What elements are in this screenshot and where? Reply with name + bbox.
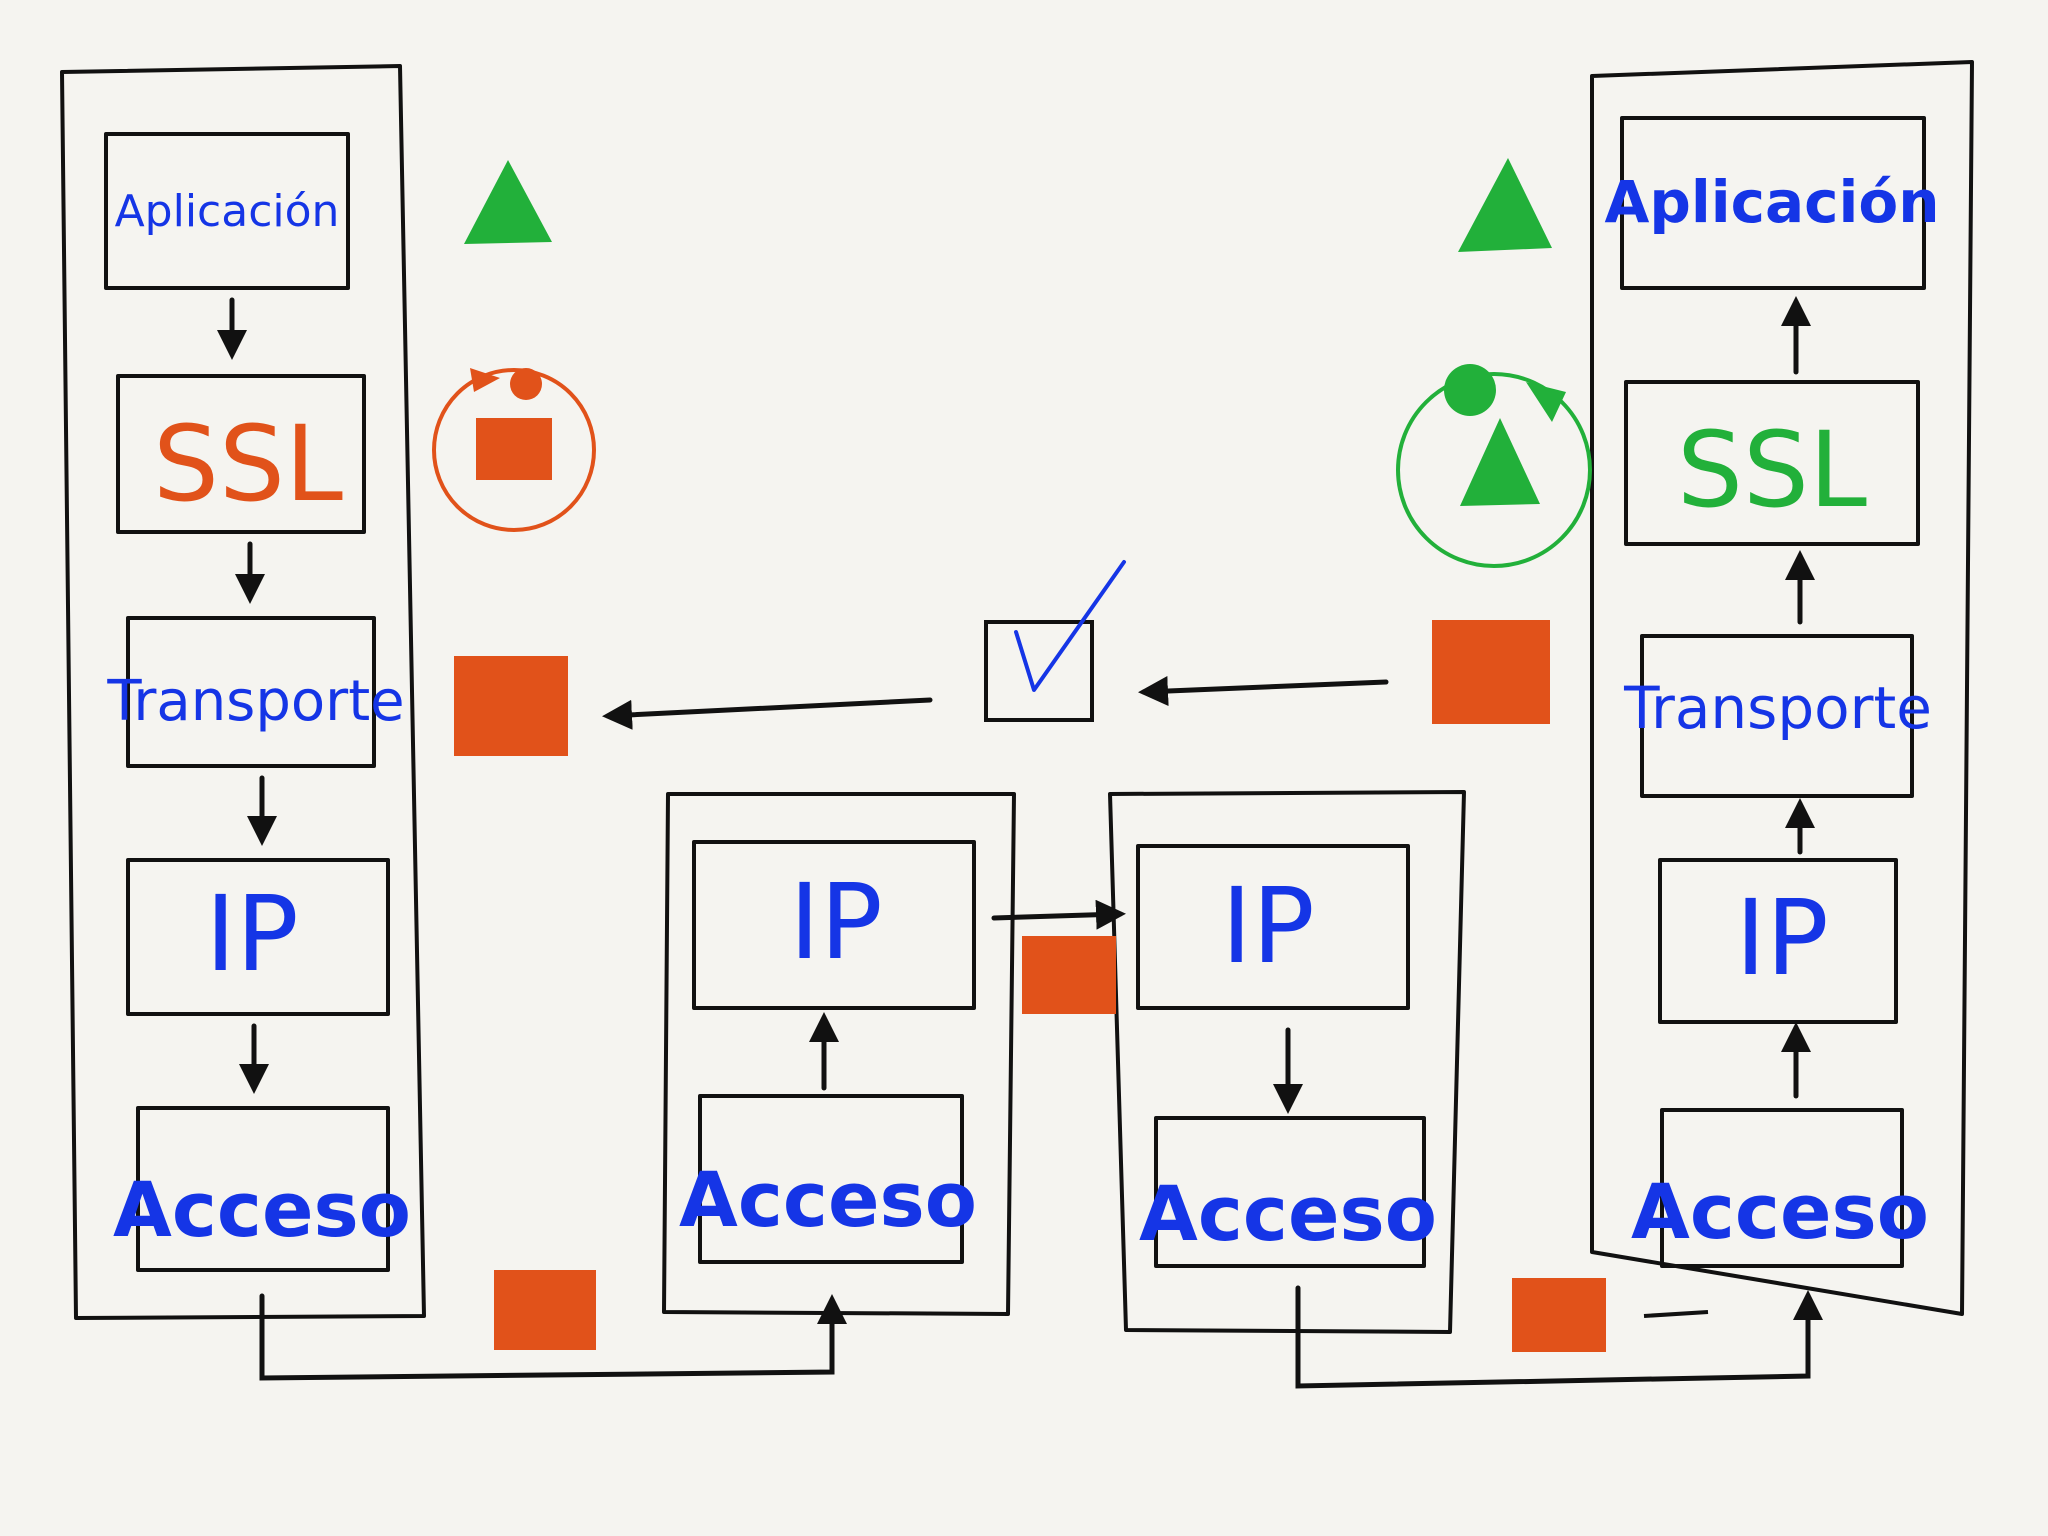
sender-layer-box-aplicacion xyxy=(104,132,350,290)
receiver-data-triangle-icon xyxy=(1458,158,1552,252)
sender-layer-box-acceso xyxy=(136,1106,390,1272)
router1-layer-box-acceso xyxy=(698,1094,964,1264)
sender-layer-ip: IP xyxy=(205,873,298,995)
verify-to-sender-arrow xyxy=(602,697,933,730)
verify-checkbox-icon xyxy=(984,560,1126,722)
receiver-layer-ssl: SSL xyxy=(1677,409,1867,531)
router2-layer-ip: IP xyxy=(1221,865,1314,987)
sender-data-triangle-icon xyxy=(464,160,552,244)
receiver-host-frame xyxy=(1590,60,1974,1316)
packet-square-receiver-transport xyxy=(1432,620,1550,724)
receiver-layer-box-ssl xyxy=(1624,380,1920,546)
receiver-layer-transporte: Transporte xyxy=(1623,674,1932,742)
receiver-layer-ip: IP xyxy=(1735,877,1828,999)
receiver-layer-aplicacion: Aplicación xyxy=(1604,168,1939,236)
decrypt-cycle-icon xyxy=(1396,364,1592,568)
receiver-layer-box-acceso xyxy=(1660,1108,1904,1268)
router1-layer-acceso: Acceso xyxy=(679,1155,977,1244)
sender-host-frame xyxy=(60,64,426,1320)
sender-layer-ssl: SSL xyxy=(153,403,343,525)
packet-square-sender-transport xyxy=(454,656,568,756)
router1-layer-ip: IP xyxy=(789,861,882,983)
sender-layer-transporte: Transporte xyxy=(106,669,404,734)
sender-layer-aplicacion: Aplicación xyxy=(115,186,340,237)
router1-frame xyxy=(662,792,1016,1316)
receiver-layer-box-ip xyxy=(1658,858,1898,1024)
router2-layer-box-acceso xyxy=(1154,1116,1426,1268)
sender-layer-box-ssl xyxy=(116,374,366,534)
receiver-layer-acceso: Acceso xyxy=(1631,1167,1929,1256)
router-link-arrow xyxy=(991,899,1126,930)
receiver-layer-box-aplicacion xyxy=(1620,116,1926,290)
receiver-layer-box-transporte xyxy=(1640,634,1914,798)
sender-layer-box-transporte xyxy=(126,616,376,768)
sender-layer-acceso: Acceso xyxy=(113,1165,411,1254)
router2-frame xyxy=(1108,790,1466,1334)
encrypt-cycle-icon xyxy=(432,368,596,532)
packet-to-verify-arrow xyxy=(1138,676,1389,706)
packet-square-link1 xyxy=(494,1270,596,1350)
packet-square-router-link xyxy=(1022,936,1116,1014)
link-sender-router1 xyxy=(259,1293,847,1381)
packet-square-link2 xyxy=(1512,1278,1606,1352)
receiver-acceso-entry-line xyxy=(1643,1310,1709,1318)
router1-layer-box-ip xyxy=(692,840,976,1010)
link-router2-receiver xyxy=(1295,1285,1823,1389)
router2-layer-acceso: Acceso xyxy=(1139,1169,1437,1258)
sender-layer-box-ip xyxy=(126,858,390,1016)
router2-layer-box-ip xyxy=(1136,844,1410,1010)
